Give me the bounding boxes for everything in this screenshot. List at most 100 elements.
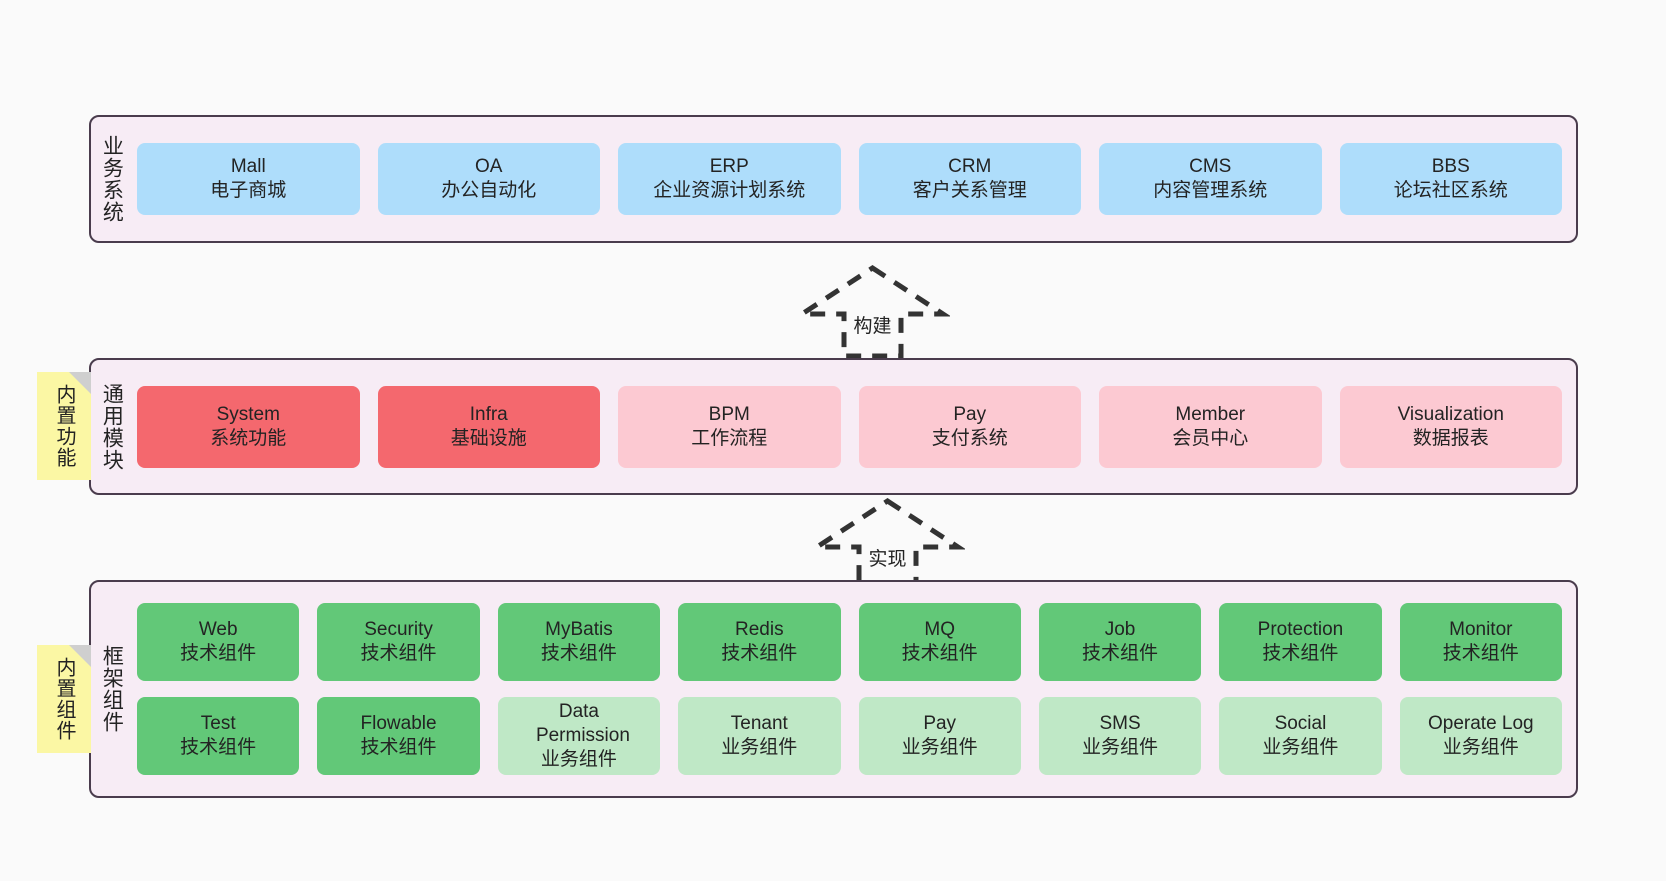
- card-erp[interactable]: ERP 企业资源计划系统: [618, 143, 841, 215]
- connector-build: 构建: [795, 262, 950, 360]
- card-subtitle: 业务组件: [1262, 737, 1339, 758]
- card-title: MQ: [924, 619, 955, 641]
- card-title: OA: [475, 156, 503, 178]
- dashed-generalization-arrow-icon: [795, 265, 950, 359]
- card-protection[interactable]: Protection 技术组件: [1219, 603, 1382, 681]
- card-row: Test 技术组件 Flowable 技术组件 Data Permission …: [137, 697, 1562, 775]
- card-security[interactable]: Security 技术组件: [317, 603, 480, 681]
- card-title: Infra: [469, 403, 508, 425]
- card-sms[interactable]: SMS 业务组件: [1038, 697, 1202, 775]
- card-subtitle: 技术组件: [901, 643, 978, 664]
- card-data-permission[interactable]: Data Permission 业务组件: [497, 697, 661, 775]
- card-title: Job: [1104, 619, 1136, 641]
- card-bbs[interactable]: BBS 论坛社区系统: [1339, 143, 1562, 215]
- note-label: 内置组件: [53, 657, 75, 741]
- card-subtitle: 技术组件: [180, 643, 257, 664]
- card-redis[interactable]: Redis 技术组件: [678, 603, 841, 681]
- card-title: Tenant: [730, 713, 788, 735]
- card-crm[interactable]: CRM 客户关系管理: [858, 143, 1081, 215]
- card-mall[interactable]: Mall 电子商城: [137, 143, 360, 215]
- note-builtin-component[interactable]: 内置组件: [37, 645, 91, 753]
- connector-label-build: 构建: [851, 311, 894, 338]
- card-row: Mall 电子商城 OA 办公自动化 ERP 企业资源计划系统 CRM 客户关系…: [137, 143, 1562, 215]
- card-subtitle: 办公自动化: [441, 180, 537, 201]
- card-bpm[interactable]: BPM 工作流程: [618, 385, 841, 468]
- card-title: Data Permission: [535, 701, 630, 747]
- connector-label-implement: 实现: [866, 544, 909, 571]
- card-test[interactable]: Test 技术组件: [137, 697, 300, 775]
- card-subtitle: 内容管理系统: [1153, 180, 1268, 201]
- card-subtitle: 技术组件: [721, 643, 798, 664]
- card-subtitle: 数据报表: [1412, 427, 1489, 449]
- card-pay-business[interactable]: Pay 业务组件: [858, 697, 1021, 775]
- card-subtitle: 客户关系管理: [912, 180, 1027, 201]
- card-subtitle: 技术组件: [1262, 643, 1339, 664]
- card-title: Redis: [735, 619, 784, 641]
- layer-title-framework-component: 框架组件: [100, 645, 124, 733]
- card-subtitle: 企业资源计划系统: [653, 180, 806, 201]
- note-builtin-function[interactable]: 内置功能: [37, 372, 91, 480]
- card-subtitle: 电子商城: [210, 180, 287, 201]
- layer-body-framework-component: Web 技术组件 Security 技术组件 MyBatis 技术组件 Redi…: [131, 582, 1576, 796]
- card-subtitle: 系统功能: [210, 427, 287, 449]
- card-title: Security: [364, 619, 433, 641]
- connector-implement: 实现: [810, 495, 965, 593]
- card-pay[interactable]: Pay 支付系统: [858, 385, 1081, 468]
- card-subtitle: 业务组件: [1082, 737, 1159, 758]
- card-subtitle: 技术组件: [360, 643, 437, 664]
- layer-common-module[interactable]: 通用模块 System 系统功能 Infra 基础设施 BPM 工作流程 Pay…: [89, 358, 1578, 495]
- note-fold-corner-icon: [69, 372, 91, 394]
- card-title: Monitor: [1449, 619, 1513, 641]
- card-flowable[interactable]: Flowable 技术组件: [317, 697, 480, 775]
- card-mybatis[interactable]: MyBatis 技术组件: [497, 603, 661, 681]
- card-subtitle: 技术组件: [540, 643, 617, 664]
- card-mq[interactable]: MQ 技术组件: [858, 603, 1021, 681]
- card-subtitle: 业务组件: [540, 748, 617, 770]
- card-title: SMS: [1099, 713, 1141, 735]
- card-subtitle: 技术组件: [360, 737, 437, 758]
- card-title: Visualization: [1397, 403, 1504, 425]
- card-subtitle: 基础设施: [450, 427, 527, 449]
- card-visualization[interactable]: Visualization 数据报表: [1339, 385, 1562, 468]
- layer-title-common-module: 通用模块: [100, 382, 124, 471]
- card-subtitle: 技术组件: [1442, 643, 1519, 664]
- card-title: Web: [198, 619, 238, 641]
- card-web[interactable]: Web 技术组件: [137, 603, 300, 681]
- card-title: MyBatis: [545, 619, 613, 641]
- card-cms[interactable]: CMS 内容管理系统: [1099, 143, 1322, 215]
- card-oa[interactable]: OA 办公自动化: [377, 143, 600, 215]
- note-label: 内置功能: [53, 384, 75, 468]
- card-title: Member: [1175, 403, 1246, 425]
- card-title: CRM: [948, 156, 992, 178]
- card-subtitle: 支付系统: [931, 427, 1008, 449]
- card-job[interactable]: Job 技术组件: [1038, 603, 1202, 681]
- card-tenant[interactable]: Tenant 业务组件: [678, 697, 841, 775]
- card-subtitle: 技术组件: [180, 737, 257, 758]
- card-subtitle: 论坛社区系统: [1393, 180, 1508, 201]
- layer-body-business-system: Mall 电子商城 OA 办公自动化 ERP 企业资源计划系统 CRM 客户关系…: [131, 117, 1576, 241]
- card-title: BBS: [1431, 156, 1470, 178]
- card-social[interactable]: Social 业务组件: [1219, 697, 1382, 775]
- card-title: System: [216, 403, 280, 425]
- card-member[interactable]: Member 会员中心: [1099, 385, 1322, 468]
- card-title: CMS: [1189, 156, 1232, 178]
- card-title: Test: [200, 713, 236, 735]
- card-infra[interactable]: Infra 基础设施: [377, 385, 600, 468]
- note-fold-corner-icon: [69, 645, 91, 667]
- layer-body-common-module: System 系统功能 Infra 基础设施 BPM 工作流程 Pay 支付系统…: [131, 360, 1576, 493]
- layer-framework-component[interactable]: 框架组件 Web 技术组件 Security 技术组件 MyBatis 技术组件…: [89, 580, 1578, 798]
- layer-title-business-system: 业务系统: [100, 135, 124, 223]
- card-subtitle: 会员中心: [1172, 427, 1249, 449]
- card-title: BPM: [708, 403, 750, 425]
- card-subtitle: 技术组件: [1082, 643, 1159, 664]
- card-title: Operate Log: [1427, 713, 1534, 735]
- card-title: Pay: [923, 713, 957, 735]
- layer-business-system[interactable]: 业务系统 Mall 电子商城 OA 办公自动化 ERP 企业资源计划系统 CRM…: [89, 115, 1578, 243]
- card-system[interactable]: System 系统功能: [137, 385, 360, 468]
- card-monitor[interactable]: Monitor 技术组件: [1399, 603, 1562, 681]
- card-row: System 系统功能 Infra 基础设施 BPM 工作流程 Pay 支付系统…: [137, 385, 1562, 468]
- card-subtitle: 工作流程: [691, 427, 768, 449]
- card-title: Social: [1274, 713, 1327, 735]
- card-operate-log[interactable]: Operate Log 业务组件: [1399, 697, 1562, 775]
